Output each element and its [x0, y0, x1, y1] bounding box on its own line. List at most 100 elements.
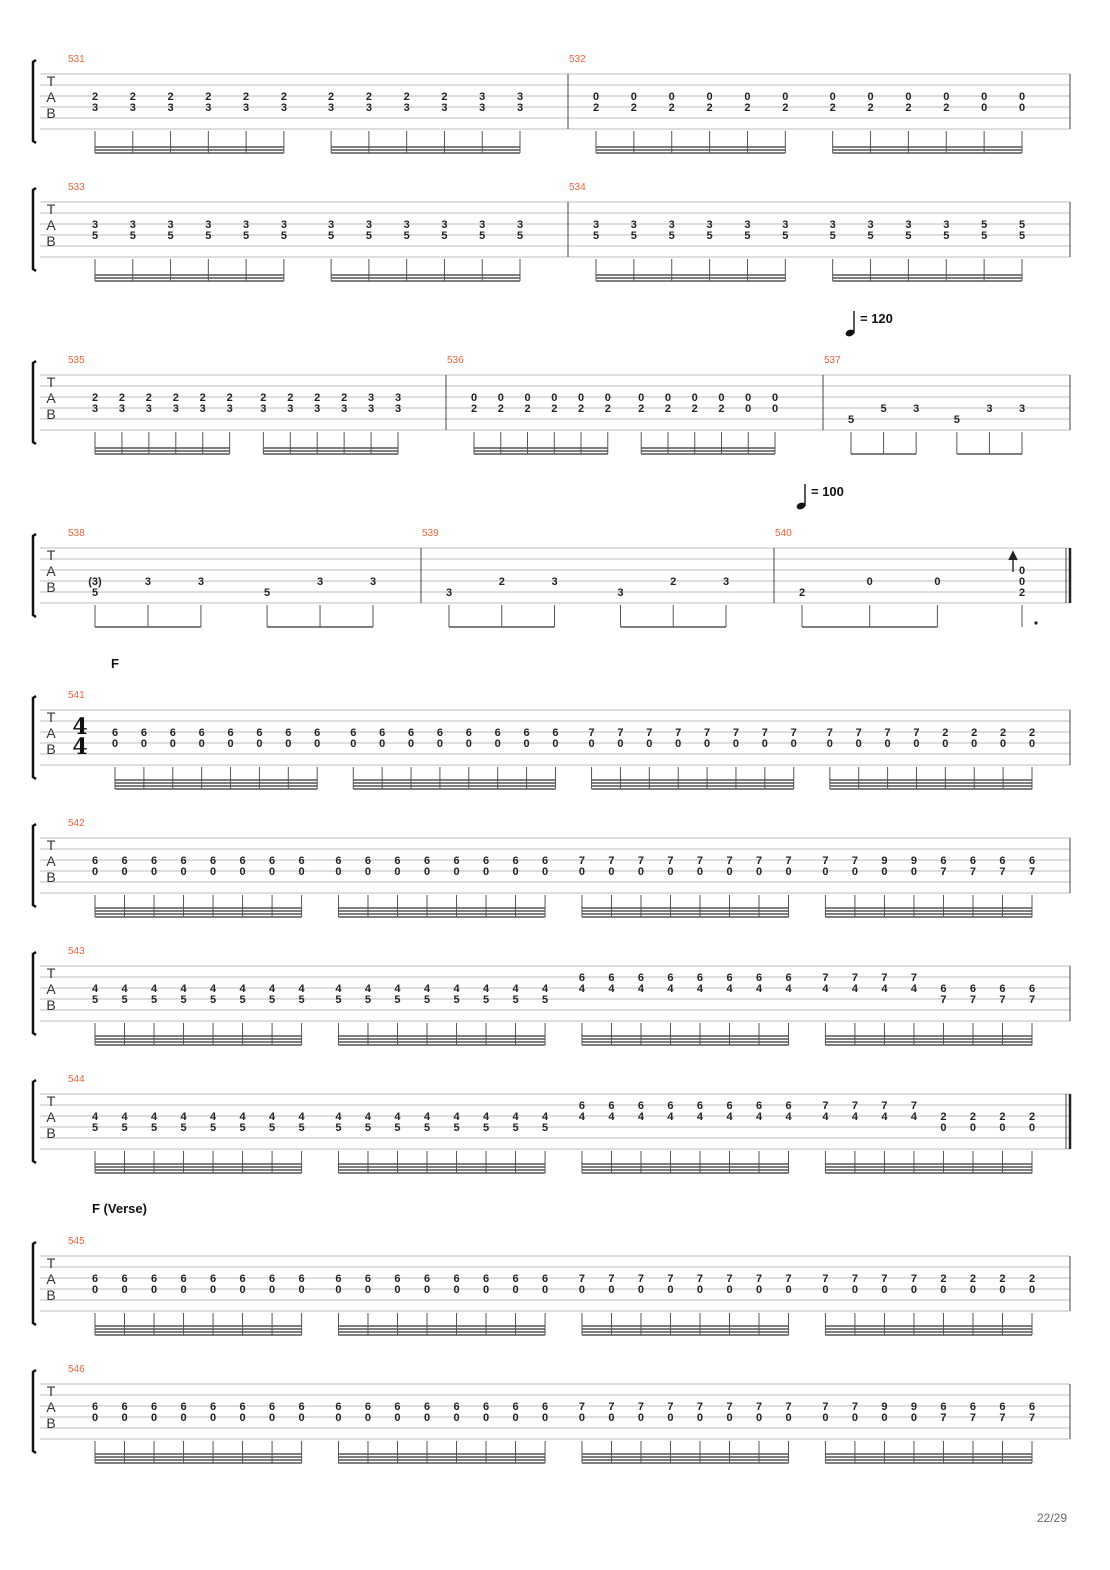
fret-number: 0 [512, 1284, 518, 1296]
fret-number: 0 [365, 866, 371, 878]
fret-number: 4 [424, 983, 431, 995]
fret-number: 6 [314, 727, 320, 739]
tab-system: TAB5434545454545454545454545454545454564… [31, 946, 1071, 1046]
fret-number: 6 [121, 1273, 127, 1285]
fret-number: 6 [256, 727, 262, 739]
fret-number: 6 [92, 855, 98, 867]
fret-number: 0 [1019, 576, 1025, 588]
tab-clef-letter: T [47, 1255, 56, 1271]
fret-number: 5 [479, 230, 485, 242]
fret-number: 6 [227, 727, 233, 739]
fret-number: 3 [669, 219, 675, 231]
fret-number: 0 [867, 91, 873, 103]
fret-number: 5 [631, 230, 637, 242]
fret-number: 5 [92, 587, 98, 599]
fret-number: 2 [1029, 727, 1035, 739]
fret-number: 0 [92, 866, 98, 878]
fret-number: 7 [999, 866, 1005, 878]
fret-number: 0 [141, 738, 147, 750]
tab-clef-letter: B [46, 1125, 55, 1141]
fret-number: 3 [441, 219, 447, 231]
fret-number: 0 [733, 738, 739, 750]
fret-number: 0 [913, 738, 919, 750]
tempo-marking: = 120 [860, 311, 893, 326]
fret-number: 0 [745, 403, 751, 415]
fret-number: 7 [617, 727, 623, 739]
fret-number: 5 [517, 230, 523, 242]
fret-number: 2 [167, 91, 173, 103]
fret-number: 5 [121, 994, 127, 1006]
fret-number: 7 [646, 727, 652, 739]
fret-number: 2 [366, 91, 372, 103]
fret-number: 0 [151, 866, 157, 878]
fret-number: 6 [299, 1401, 305, 1413]
fret-number: 0 [335, 1412, 341, 1424]
tab-clef-letter: A [46, 853, 56, 869]
fret-number: 5 [269, 994, 275, 1006]
fret-number: 3 [782, 219, 788, 231]
fret-number: 0 [631, 91, 637, 103]
system-bracket [31, 1240, 37, 1327]
tab-system: TAB5426060606060606060606060606060606070… [31, 818, 1071, 918]
fret-number: 6 [92, 1401, 98, 1413]
fret-number: 0 [180, 1284, 186, 1296]
fret-number: 9 [881, 1401, 887, 1413]
fret-number: 7 [970, 994, 976, 1006]
dot-icon [1034, 621, 1038, 625]
fret-number: 0 [756, 866, 762, 878]
fret-number: 7 [756, 1401, 762, 1413]
fret-number: 6 [1029, 855, 1035, 867]
fret-number: 0 [697, 1284, 703, 1296]
fret-number: 7 [667, 1401, 673, 1413]
fret-number: 6 [970, 855, 976, 867]
fret-number: 7 [911, 1100, 917, 1112]
tab-clef-letter: A [46, 390, 56, 406]
fret-number: 3 [404, 102, 410, 114]
fret-number: 4 [121, 983, 128, 995]
fret-number: 4 [579, 1111, 586, 1123]
system-bracket [31, 186, 37, 273]
fret-number: 6 [180, 855, 186, 867]
fret-number: 0 [498, 392, 504, 404]
fret-number: 7 [856, 727, 862, 739]
fret-number: 6 [542, 1273, 548, 1285]
tab-clef-letter: T [47, 374, 56, 390]
fret-number: 4 [608, 983, 615, 995]
fret-number: 2 [328, 91, 334, 103]
fret-number: 6 [285, 727, 291, 739]
fret-number: 0 [453, 1412, 459, 1424]
fret-number: 6 [697, 1100, 703, 1112]
fret-number: 0 [999, 1284, 1005, 1296]
fret-number: 7 [579, 1273, 585, 1285]
fret-number: 2 [669, 102, 675, 114]
fret-number: 6 [999, 983, 1005, 995]
quarter-note-icon [796, 502, 806, 510]
fret-number: 6 [269, 855, 275, 867]
fret-number: 0 [852, 866, 858, 878]
fret-number: 4 [335, 1111, 342, 1123]
fret-number: 6 [667, 972, 673, 984]
fret-number: 2 [744, 102, 750, 114]
fret-number: 5 [394, 994, 400, 1006]
fret-number: 3 [328, 102, 334, 114]
fret-number: 4 [239, 1111, 246, 1123]
fret-number: 6 [299, 855, 305, 867]
fret-number: 0 [121, 1284, 127, 1296]
fret-number: 0 [638, 1412, 644, 1424]
fret-number: 0 [256, 738, 262, 750]
fret-number: 0 [707, 91, 713, 103]
fret-number: 0 [350, 738, 356, 750]
fret-number: 6 [350, 727, 356, 739]
section-label: F (Verse) [92, 1201, 147, 1216]
fret-number: 6 [542, 1401, 548, 1413]
fret-number: 5 [92, 1122, 98, 1134]
tab-system: TAB5333535353535353535353535355343535353… [31, 182, 1071, 282]
fret-number: 5 [92, 230, 98, 242]
fret-number: 0 [552, 738, 558, 750]
fret-number: 2 [782, 102, 788, 114]
fret-number: 6 [112, 727, 118, 739]
fret-number: 7 [638, 855, 644, 867]
fret-number: 6 [151, 1273, 157, 1285]
fret-number: 6 [239, 1273, 245, 1285]
